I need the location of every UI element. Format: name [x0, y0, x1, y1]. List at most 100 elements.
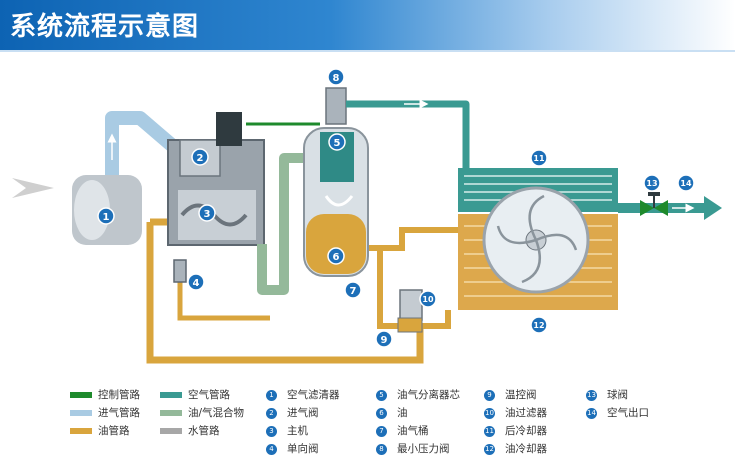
badge-1: 1	[97, 207, 115, 225]
legend-component-5: 5 油气分离器芯	[376, 386, 460, 404]
legend-component-4: 4 单向阀	[266, 440, 319, 458]
svg-text:10: 10	[422, 295, 434, 304]
min-pressure-valve	[325, 87, 347, 125]
badge-4: 4	[187, 273, 205, 291]
svg-text:13: 13	[646, 179, 657, 188]
legend-line-oil: 油管路	[70, 422, 130, 440]
legend-number: 8	[376, 443, 387, 455]
legend-line-control: 控制管路	[70, 386, 140, 404]
svg-text:2: 2	[197, 153, 204, 164]
legend-label: 油冷却器	[505, 443, 547, 455]
outlet-arrow	[704, 196, 722, 220]
intake-pipe	[105, 111, 180, 182]
legend-line-intake: 进气管路	[70, 404, 140, 422]
legend-label: 空气管路	[188, 389, 230, 401]
legend-label: 单向阀	[287, 443, 319, 455]
check-valve	[173, 259, 187, 283]
legend-number: 5	[376, 389, 387, 401]
legend-number: 3	[266, 425, 277, 437]
legend-number: 11	[484, 425, 495, 437]
svg-text:6: 6	[333, 252, 340, 263]
oil-level	[306, 214, 366, 274]
legend-number: 10	[484, 407, 495, 419]
svg-text:12: 12	[533, 321, 544, 330]
svg-text:9: 9	[381, 335, 388, 346]
legend-number: 14	[586, 407, 597, 419]
legend-number: 12	[484, 443, 495, 455]
oil-pipe-filter-loop	[177, 282, 270, 321]
svg-text:3: 3	[204, 209, 211, 220]
legend-label: 后冷却器	[505, 425, 547, 437]
page-title: 系统流程示意图	[10, 12, 200, 42]
legend-line-water: 水管路	[160, 422, 220, 440]
legend-label: 主机	[287, 425, 308, 437]
legend: 控制管路 空气管路 进气管路 油/气混合物 油管路 水管路 1 空气滤清器 2 进气…	[70, 386, 730, 466]
svg-text:11: 11	[533, 154, 545, 163]
oil-pipe-to-cooler	[380, 227, 470, 251]
legend-component-11: 11 后冷却器	[484, 422, 547, 440]
legend-label: 油气分离器芯	[397, 389, 460, 401]
control-box	[216, 112, 242, 146]
air-pipe	[346, 100, 470, 172]
legend-swatch	[70, 392, 92, 398]
fan-blades	[496, 194, 578, 284]
legend-swatch	[160, 428, 182, 434]
legend-component-10: 10 油过滤器	[484, 404, 547, 422]
flow-diagram: 1 2 3 4 5 6 7 8 9 10 11 12 13 14	[12, 68, 722, 364]
oil-air-mix-pipe	[257, 153, 312, 295]
legend-number: 6	[376, 407, 387, 419]
legend-label: 油	[397, 407, 408, 419]
legend-label: 油过滤器	[505, 407, 547, 419]
intake-arrow	[12, 178, 54, 198]
header-banner: 系统流程示意图	[0, 0, 735, 50]
svg-text:7: 7	[350, 286, 357, 297]
thermostatic-valve	[397, 317, 423, 333]
svg-text:8: 8	[333, 73, 340, 84]
badge-3: 3	[198, 204, 216, 222]
oil-filter	[399, 289, 423, 321]
legend-component-1: 1 空气滤清器	[266, 386, 340, 404]
legend-number: 9	[484, 389, 495, 401]
legend-component-3: 3 主机	[266, 422, 308, 440]
badge-13: 13	[643, 174, 661, 192]
legend-swatch	[160, 410, 182, 416]
legend-label: 油管路	[98, 425, 130, 437]
legend-line-mix: 油/气混合物	[160, 404, 244, 422]
legend-number: 1	[266, 389, 277, 401]
legend-component-12: 12 油冷却器	[484, 440, 547, 458]
legend-label: 球阀	[607, 389, 628, 401]
legend-swatch	[70, 410, 92, 416]
legend-label: 油/气混合物	[188, 407, 245, 419]
legend-component-13: 13 球阀	[586, 386, 628, 404]
svg-text:4: 4	[193, 278, 200, 289]
badge-9: 9	[375, 330, 393, 348]
legend-label: 进气管路	[98, 407, 140, 419]
oil-pipe-return	[146, 222, 424, 364]
legend-label: 空气滤清器	[287, 389, 340, 401]
badge-12: 12	[530, 316, 548, 334]
legend-component-2: 2 进气阀	[266, 404, 319, 422]
svg-text:14: 14	[680, 179, 692, 188]
oil-pipe-cooler-out	[418, 310, 451, 329]
legend-label: 控制管路	[98, 389, 140, 401]
legend-label: 温控阀	[505, 389, 537, 401]
badge-8: 8	[327, 68, 345, 86]
legend-label: 进气阀	[287, 407, 319, 419]
legend-number: 2	[266, 407, 277, 419]
legend-number: 13	[586, 389, 597, 401]
legend-number: 4	[266, 443, 277, 455]
badge-5: 5	[328, 133, 346, 151]
legend-component-9: 9 温控阀	[484, 386, 537, 404]
badge-7: 7	[344, 281, 362, 299]
legend-swatch	[160, 392, 182, 398]
badge-10: 10	[419, 290, 437, 308]
svg-text:5: 5	[334, 138, 341, 149]
svg-text:1: 1	[103, 212, 110, 223]
legend-number: 7	[376, 425, 387, 437]
legend-line-air: 空气管路	[160, 386, 230, 404]
ball-valve	[640, 192, 668, 216]
